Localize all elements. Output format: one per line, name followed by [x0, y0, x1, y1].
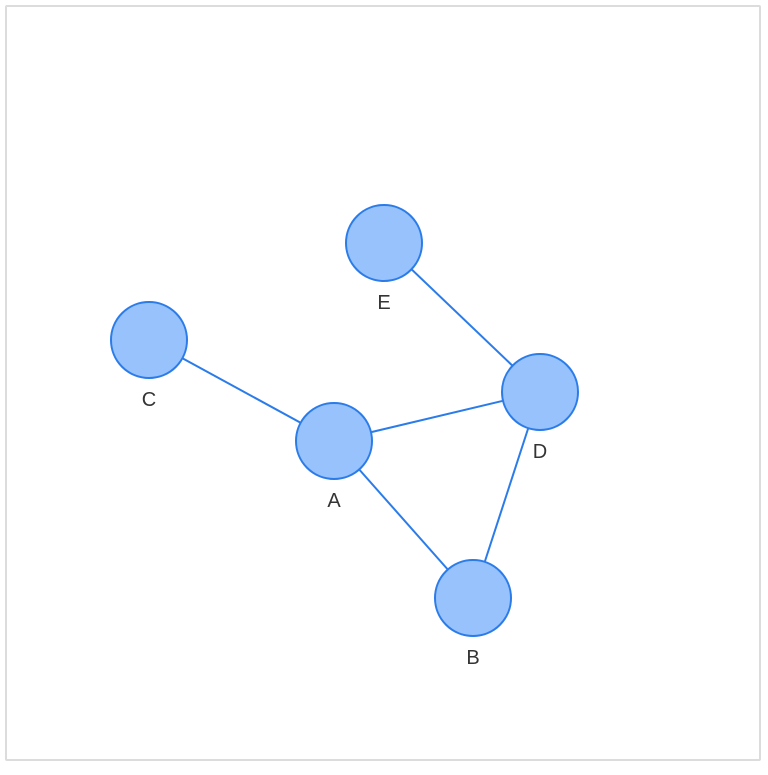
node-E[interactable] — [345, 204, 423, 282]
node-A[interactable] — [295, 402, 373, 480]
node-B[interactable] — [434, 559, 512, 637]
nodes-group — [110, 204, 579, 637]
canvas-frame — [5, 5, 761, 761]
node-label-B: B — [466, 647, 479, 669]
node-label-A: A — [327, 490, 341, 512]
node-D[interactable] — [501, 353, 579, 431]
node-label-C: C — [142, 389, 156, 411]
node-label-D: D — [533, 441, 547, 463]
node-C[interactable] — [110, 301, 188, 379]
node-label-E: E — [377, 292, 390, 314]
labels-group: A B C D E — [142, 292, 547, 669]
